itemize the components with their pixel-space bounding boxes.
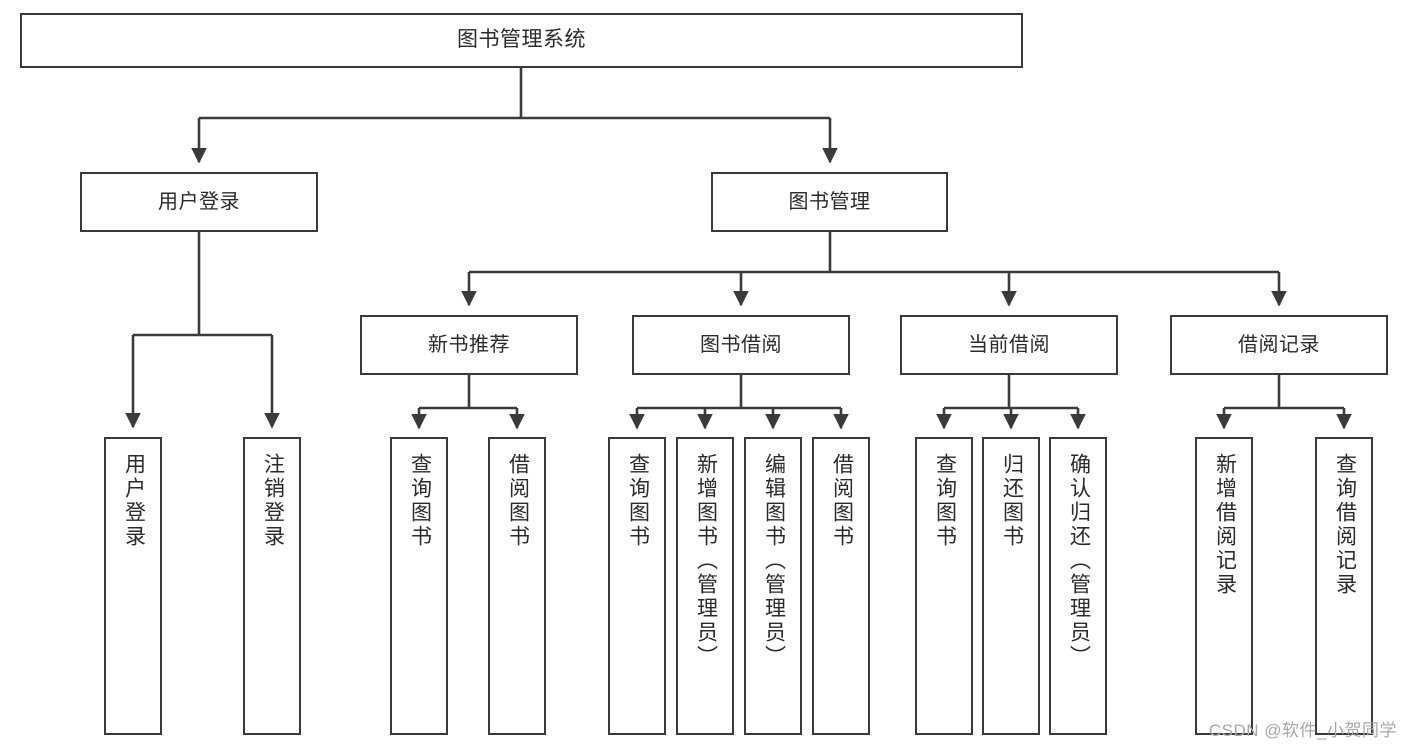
node-user-login-label: 用户登录 bbox=[158, 190, 240, 213]
node-user-login[interactable]: 用户登录 bbox=[80, 172, 318, 232]
node-new-book-recommend-label: 新书推荐 bbox=[428, 333, 510, 356]
node-leaf-add-record[interactable]: 新增借阅记录 bbox=[1195, 437, 1253, 735]
node-leaf-borrow-book-rec[interactable]: 借阅图书 bbox=[488, 437, 546, 735]
node-leaf-borrow-book-bor[interactable]: 借阅图书 bbox=[812, 437, 870, 735]
node-leaf-confirm-return-label: 确认归还（管理员） bbox=[1067, 453, 1091, 669]
node-leaf-query-book-bor-label: 查询图书 bbox=[626, 453, 650, 549]
node-new-book-recommend[interactable]: 新书推荐 bbox=[360, 315, 578, 375]
node-leaf-query-book-cur[interactable]: 查询图书 bbox=[915, 437, 973, 735]
node-leaf-query-book-rec-label: 查询图书 bbox=[408, 453, 432, 549]
node-leaf-add-record-label: 新增借阅记录 bbox=[1213, 453, 1237, 597]
node-leaf-borrow-book-bor-label: 借阅图书 bbox=[830, 453, 854, 549]
node-leaf-add-book[interactable]: 新增图书（管理员） bbox=[676, 437, 734, 735]
node-leaf-add-book-label: 新增图书（管理员） bbox=[694, 453, 718, 669]
node-root-label: 图书管理系统 bbox=[457, 28, 586, 52]
node-leaf-user-logout-label: 注销登录 bbox=[261, 453, 285, 549]
node-root[interactable]: 图书管理系统 bbox=[20, 13, 1023, 68]
node-book-borrow-label: 图书借阅 bbox=[700, 333, 782, 356]
node-book-borrow[interactable]: 图书借阅 bbox=[632, 315, 850, 375]
node-leaf-query-book-rec[interactable]: 查询图书 bbox=[390, 437, 448, 735]
node-leaf-user-login-label: 用户登录 bbox=[122, 453, 146, 549]
node-leaf-user-login[interactable]: 用户登录 bbox=[104, 437, 162, 735]
node-leaf-query-record[interactable]: 查询借阅记录 bbox=[1315, 437, 1373, 735]
node-leaf-return-book[interactable]: 归还图书 bbox=[982, 437, 1040, 735]
node-leaf-edit-book-label: 编辑图书（管理员） bbox=[762, 453, 786, 669]
node-leaf-borrow-book-rec-label: 借阅图书 bbox=[506, 453, 530, 549]
node-current-borrow-label: 当前借阅 bbox=[968, 333, 1050, 356]
node-book-manage[interactable]: 图书管理 bbox=[711, 172, 948, 232]
node-book-manage-label: 图书管理 bbox=[788, 190, 871, 213]
node-leaf-confirm-return[interactable]: 确认归还（管理员） bbox=[1049, 437, 1107, 735]
node-leaf-query-book-bor[interactable]: 查询图书 bbox=[608, 437, 666, 735]
node-leaf-return-book-label: 归还图书 bbox=[1000, 453, 1024, 549]
node-borrow-record-label: 借阅记录 bbox=[1238, 333, 1320, 356]
node-leaf-query-book-cur-label: 查询图书 bbox=[933, 453, 957, 549]
node-borrow-record[interactable]: 借阅记录 bbox=[1170, 315, 1388, 375]
node-leaf-edit-book[interactable]: 编辑图书（管理员） bbox=[744, 437, 802, 735]
node-current-borrow[interactable]: 当前借阅 bbox=[900, 315, 1118, 375]
node-leaf-user-logout[interactable]: 注销登录 bbox=[243, 437, 301, 735]
watermark-text: CSDN @软件_小贺同学 bbox=[1208, 721, 1397, 740]
node-leaf-query-record-label: 查询借阅记录 bbox=[1333, 453, 1357, 597]
